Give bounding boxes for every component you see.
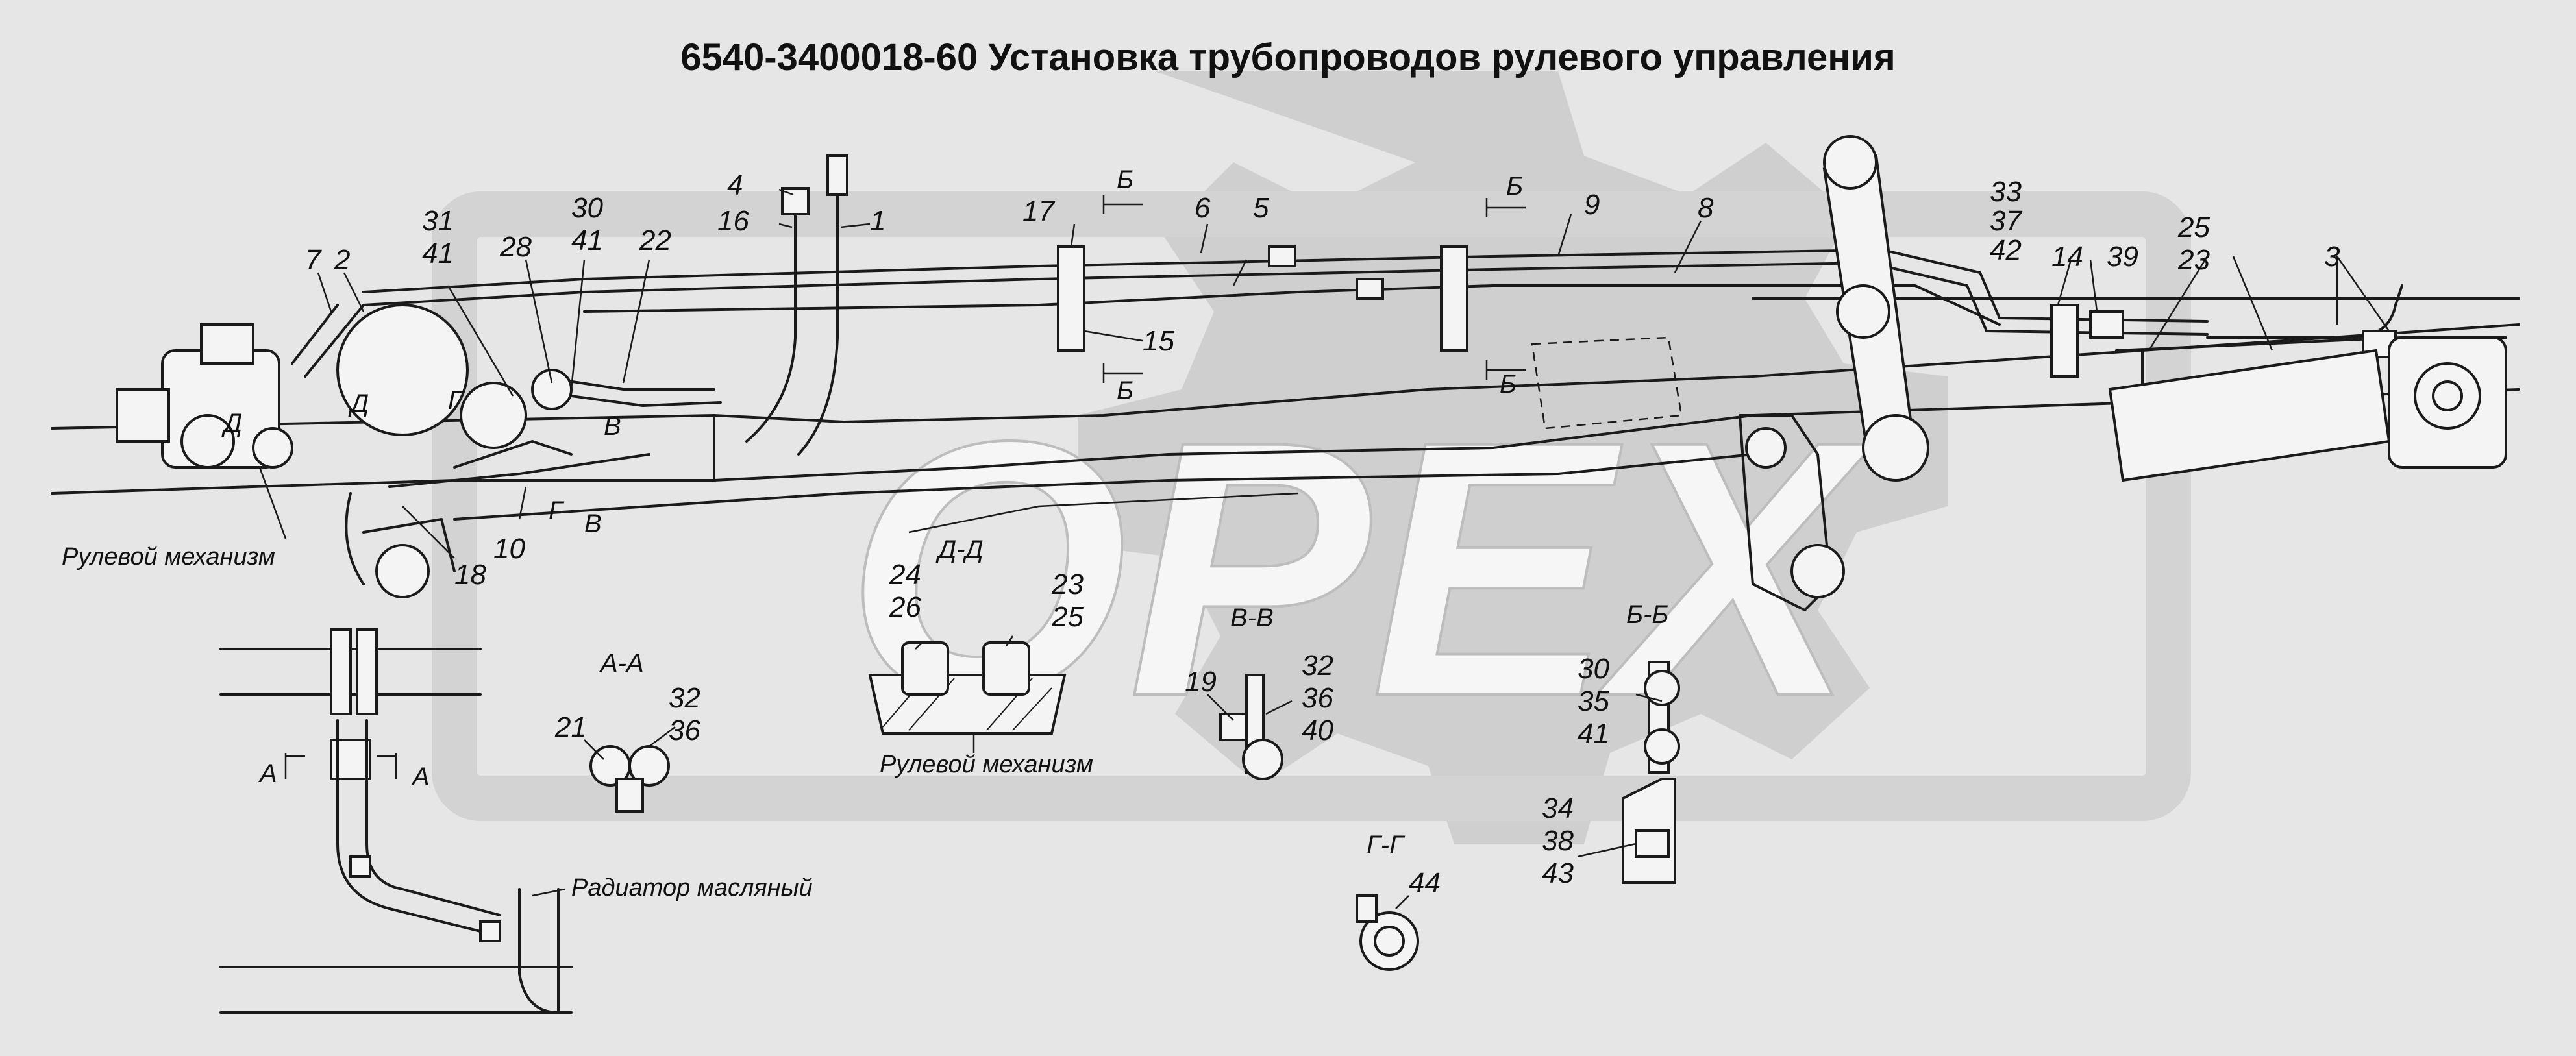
label-steering-gear: Рулевой механизм bbox=[62, 543, 275, 571]
callout-number: 21 bbox=[554, 711, 587, 743]
callout-number: 1 bbox=[870, 205, 886, 237]
callout-number: 42 bbox=[1990, 234, 2022, 266]
callout-number: 23 bbox=[2177, 244, 2210, 276]
callout-number: 33 bbox=[1990, 176, 2022, 208]
callout-number: 39 bbox=[2107, 241, 2138, 273]
pipe-coupling bbox=[1356, 278, 1384, 300]
callout-number: 16 bbox=[717, 205, 749, 237]
pipe-end-fitting bbox=[826, 154, 848, 196]
section-aa-view bbox=[589, 745, 670, 813]
section-vv-view bbox=[1219, 674, 1283, 780]
pipe-clamp-14 bbox=[2050, 304, 2079, 378]
section-title-bb: Б-Б bbox=[1626, 600, 1668, 629]
callout-numbers: 4 16 1 31 41 28 30 41 22 7 2 17 6 5 15 9… bbox=[305, 169, 2340, 899]
callout-number: 18 bbox=[454, 559, 486, 591]
callout-number: 3 bbox=[2324, 241, 2340, 273]
callout-number: 41 bbox=[571, 225, 603, 256]
cut-mark-g1: Г bbox=[448, 386, 464, 415]
callout-number: 17 bbox=[1022, 195, 1055, 227]
callout-number: 6 bbox=[1195, 192, 1211, 224]
watermark-text: OPEX bbox=[845, 365, 1874, 772]
pipe-coupling bbox=[1268, 245, 1296, 267]
cut-mark-d1: Д bbox=[221, 409, 242, 437]
callout-number: 41 bbox=[1578, 718, 1609, 750]
section-title-dd: Д-Д bbox=[935, 535, 984, 564]
pipe-coupling bbox=[2089, 310, 2124, 339]
inset-radiator-view bbox=[219, 628, 573, 1014]
callout-number: 31 bbox=[422, 205, 454, 237]
callout-number: 43 bbox=[1542, 857, 1574, 889]
label-steering-gear-section: Рулевой механизм bbox=[880, 751, 1093, 778]
watermark-band bbox=[432, 191, 2191, 821]
callout-number: 2 bbox=[334, 244, 350, 276]
pipe-clamp bbox=[1440, 245, 1468, 352]
callout-number: 40 bbox=[1302, 715, 1333, 746]
callout-number: 26 bbox=[889, 591, 921, 623]
callout-number: 8 bbox=[1698, 192, 1714, 224]
cut-mark-b4: Б bbox=[1500, 370, 1517, 399]
leader-lines bbox=[258, 188, 2390, 909]
cut-mark-v2: В bbox=[584, 510, 602, 538]
callout-number: 28 bbox=[499, 231, 532, 263]
callout-number: 9 bbox=[1584, 189, 1600, 221]
section-title-gg: Г-Г bbox=[1367, 831, 1406, 859]
callout-number: 5 bbox=[1253, 192, 1269, 224]
cut-mark-b3: Б bbox=[1506, 172, 1523, 201]
pitman-arm bbox=[1531, 135, 1929, 611]
section-dd-view bbox=[868, 641, 1067, 735]
label-oil-radiator: Радиатор масляный bbox=[571, 874, 813, 902]
section-title-aa: А-А bbox=[599, 649, 644, 678]
callout-number: 25 bbox=[1051, 601, 1084, 633]
callout-number: 7 bbox=[305, 244, 322, 276]
callout-number: 22 bbox=[639, 225, 671, 256]
callout-number: 15 bbox=[1143, 325, 1174, 357]
page-title: 6540-3400018-60 Установка трубопроводов … bbox=[680, 36, 1895, 79]
callout-number: 19 bbox=[1185, 666, 1217, 698]
callout-number: 14 bbox=[2051, 241, 2083, 273]
callout-number: 30 bbox=[1578, 653, 1609, 685]
cut-mark-a1: А bbox=[258, 759, 277, 788]
section-title-vv: В-В bbox=[1230, 604, 1274, 632]
callout-number: 23 bbox=[1051, 569, 1084, 600]
cut-mark-g2: Г bbox=[549, 497, 565, 525]
cut-mark-b2: Б bbox=[1117, 376, 1133, 405]
cut-mark-d2: Д bbox=[348, 389, 369, 418]
power-cylinder bbox=[2108, 336, 2507, 482]
cut-mark-v1: В bbox=[604, 412, 621, 441]
callout-number: 36 bbox=[669, 715, 700, 746]
cut-mark-a2: А bbox=[411, 763, 430, 791]
callout-number: 41 bbox=[422, 238, 454, 269]
callout-number: 10 bbox=[493, 533, 525, 565]
cut-marks: Б Б Б Б В В Г Г Д Д А А bbox=[221, 166, 1526, 791]
cut-mark-b1: Б bbox=[1117, 166, 1133, 194]
callout-number: 32 bbox=[669, 682, 700, 714]
callout-number: 38 bbox=[1542, 825, 1574, 857]
callout-number: 36 bbox=[1302, 682, 1333, 714]
callout-number: 35 bbox=[1578, 685, 1609, 717]
pipelines bbox=[362, 154, 2507, 488]
callout-number: 34 bbox=[1542, 792, 1574, 824]
callout-number: 37 bbox=[1990, 205, 2022, 237]
section-gg-view bbox=[1356, 894, 1419, 971]
section-bb-view bbox=[1622, 661, 1680, 884]
callout-number: 24 bbox=[889, 559, 921, 591]
callout-number: 44 bbox=[1409, 867, 1441, 899]
steering-gear-assembly bbox=[116, 304, 573, 598]
callout-number: 4 bbox=[727, 169, 743, 201]
callout-number: 32 bbox=[1302, 650, 1333, 681]
callout-number: 30 bbox=[571, 192, 603, 224]
pipe-clamp-17 bbox=[1057, 245, 1085, 352]
callout-number: 25 bbox=[2177, 212, 2210, 243]
